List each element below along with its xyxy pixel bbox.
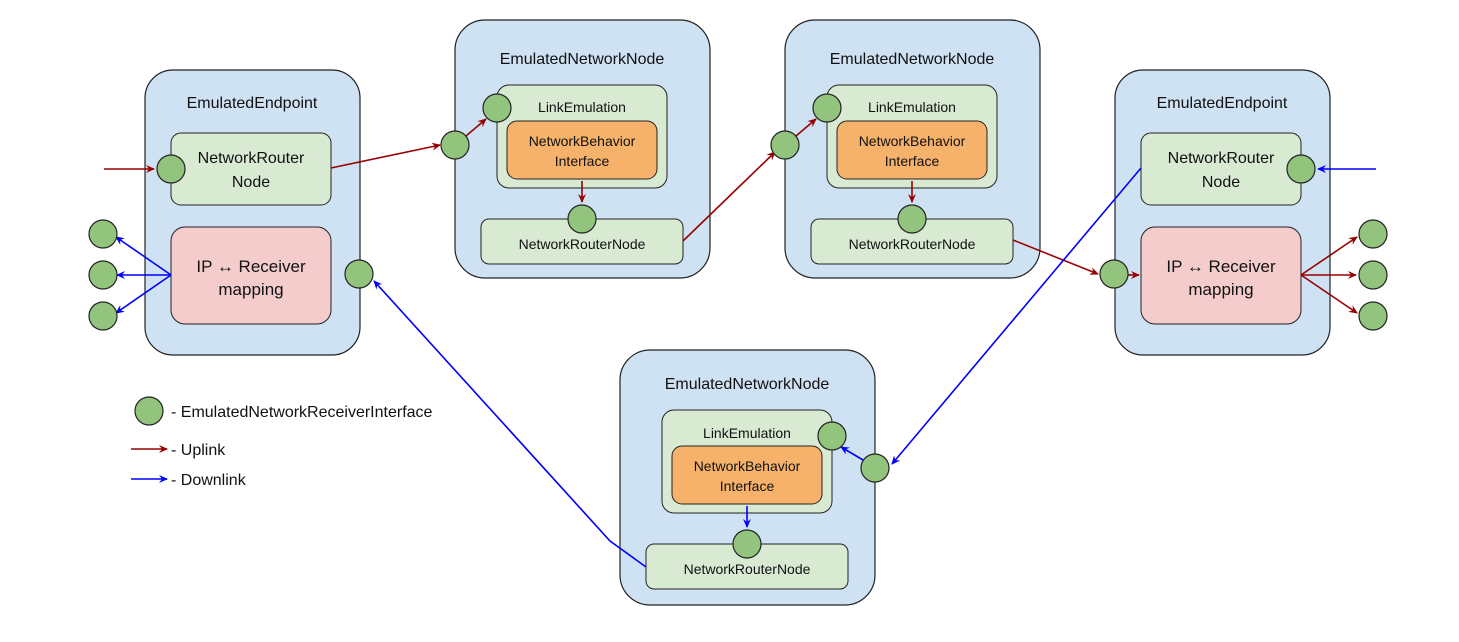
downlink-arrows <box>115 165 1376 568</box>
uplink-arrow-node1-to-node2 <box>682 151 776 242</box>
endpoint-left-title: EmulatedEndpoint <box>187 95 318 112</box>
network-node-3-behavior-label-2: Interface <box>720 478 775 494</box>
downlink-arrow-node3-to-left-endpoint <box>373 280 647 568</box>
network-node-1-link-emulation-label: LinkEmulation <box>538 99 626 115</box>
endpoint-right-mapping-label-1: IP ↔ Receiver <box>1166 257 1276 276</box>
downlink-arrow-left-fanout-top <box>115 236 172 276</box>
legend-downlink-label: - Downlink <box>171 472 247 489</box>
network-node-3-title: EmulatedNetworkNode <box>665 376 830 393</box>
network-node-2-link-emulation-label: LinkEmulation <box>868 99 956 115</box>
endpoint-right-router-label-1: NetworkRouter <box>1168 150 1275 167</box>
legend-uplink-label: - Uplink <box>171 442 226 459</box>
endpoint-right-router <box>1140 132 1302 206</box>
legend: - EmulatedNetworkReceiverInterface - Upl… <box>171 404 433 489</box>
receiver-interface-left-endpoint-input <box>344 259 374 289</box>
network-node-2-router-label: NetworkRouterNode <box>849 236 976 252</box>
uplink-arrow-right-fanout-top <box>1300 236 1358 276</box>
endpoint-left: EmulatedEndpoint NetworkRouter Node IP ↔… <box>144 69 361 356</box>
network-node-3: EmulatedNetworkNode LinkEmulation Networ… <box>619 349 876 606</box>
endpoint-right-mapping-label-2: mapping <box>1188 280 1253 299</box>
network-node-2-behavior-label-1: NetworkBehavior <box>859 133 966 149</box>
endpoint-left-router-label-2: Node <box>232 174 270 191</box>
endpoint-left-router <box>170 132 332 206</box>
receiver-interface-left-out-3 <box>88 301 118 331</box>
endpoint-left-mapping-label-2: mapping <box>218 280 283 299</box>
receiver-interface-node1-router <box>567 204 597 234</box>
receiver-interface-node3-input <box>860 453 890 483</box>
receiver-interface-left-router <box>156 154 186 184</box>
receiver-interfaces <box>88 93 1388 559</box>
receiver-interface-right-out-3 <box>1358 301 1388 331</box>
network-node-3-link-emulation-label: LinkEmulation <box>703 425 791 441</box>
uplink-arrow-node2-input-to-link <box>795 118 817 137</box>
downlink-arrow-node3-input-to-link <box>840 446 864 461</box>
uplink-arrow-right-fanout-bottom <box>1300 274 1358 314</box>
uplink-arrow-node2-to-right-endpoint <box>1012 239 1099 275</box>
network-node-1-title: EmulatedNetworkNode <box>500 51 665 68</box>
uplink-arrow-left-to-node1 <box>330 142 441 169</box>
receiver-interface-node2-link <box>812 93 842 123</box>
legend-receiver-circle <box>134 396 164 426</box>
endpoint-left-router-label-1: NetworkRouter <box>198 150 305 167</box>
network-node-3-behavior <box>671 445 823 505</box>
network-node-2-behavior <box>836 120 988 180</box>
receiver-interface-node2-input <box>770 130 800 160</box>
network-node-1-behavior-label-2: Interface <box>555 153 610 169</box>
network-node-3-behavior-label-1: NetworkBehavior <box>694 458 801 474</box>
network-node-3-router-label: NetworkRouterNode <box>684 561 811 577</box>
receiver-interface-left-out-2 <box>88 260 118 290</box>
endpoint-right-title: EmulatedEndpoint <box>1157 95 1288 112</box>
legend-receiver-label: - EmulatedNetworkReceiverInterface <box>171 404 433 421</box>
receiver-interface-node2-router <box>897 204 927 234</box>
receiver-interface-right-out-1 <box>1358 219 1388 249</box>
network-node-1-router-label: NetworkRouterNode <box>519 236 646 252</box>
network-node-2-title: EmulatedNetworkNode <box>830 51 995 68</box>
downlink-arrow-left-fanout-bottom <box>115 274 172 314</box>
receiver-interface-node3-link <box>817 421 847 451</box>
endpoint-right-router-label-2: Node <box>1202 174 1240 191</box>
downlink-arrow-right-to-node3 <box>891 167 1142 465</box>
receiver-interface-right-router <box>1286 154 1316 184</box>
receiver-interface-right-endpoint-input <box>1099 259 1129 289</box>
endpoint-left-mapping-label-1: IP ↔ Receiver <box>196 257 306 276</box>
network-node-1-behavior-label-1: NetworkBehavior <box>529 133 636 149</box>
network-node-2: EmulatedNetworkNode LinkEmulation Networ… <box>784 19 1041 279</box>
network-node-1-behavior <box>506 120 658 180</box>
receiver-interface-node3-router <box>732 529 762 559</box>
network-node-2-behavior-label-2: Interface <box>885 153 940 169</box>
receiver-interface-left-out-1 <box>88 219 118 249</box>
network-node-1: EmulatedNetworkNode LinkEmulation Networ… <box>454 19 711 279</box>
endpoint-right: EmulatedEndpoint NetworkRouter Node IP ↔… <box>1114 69 1331 356</box>
uplink-arrows <box>104 118 1358 453</box>
receiver-interface-node1-input <box>440 130 470 160</box>
receiver-interface-right-out-2 <box>1358 260 1388 290</box>
receiver-interface-node1-link <box>482 93 512 123</box>
uplink-arrow-node1-input-to-link <box>465 118 487 137</box>
